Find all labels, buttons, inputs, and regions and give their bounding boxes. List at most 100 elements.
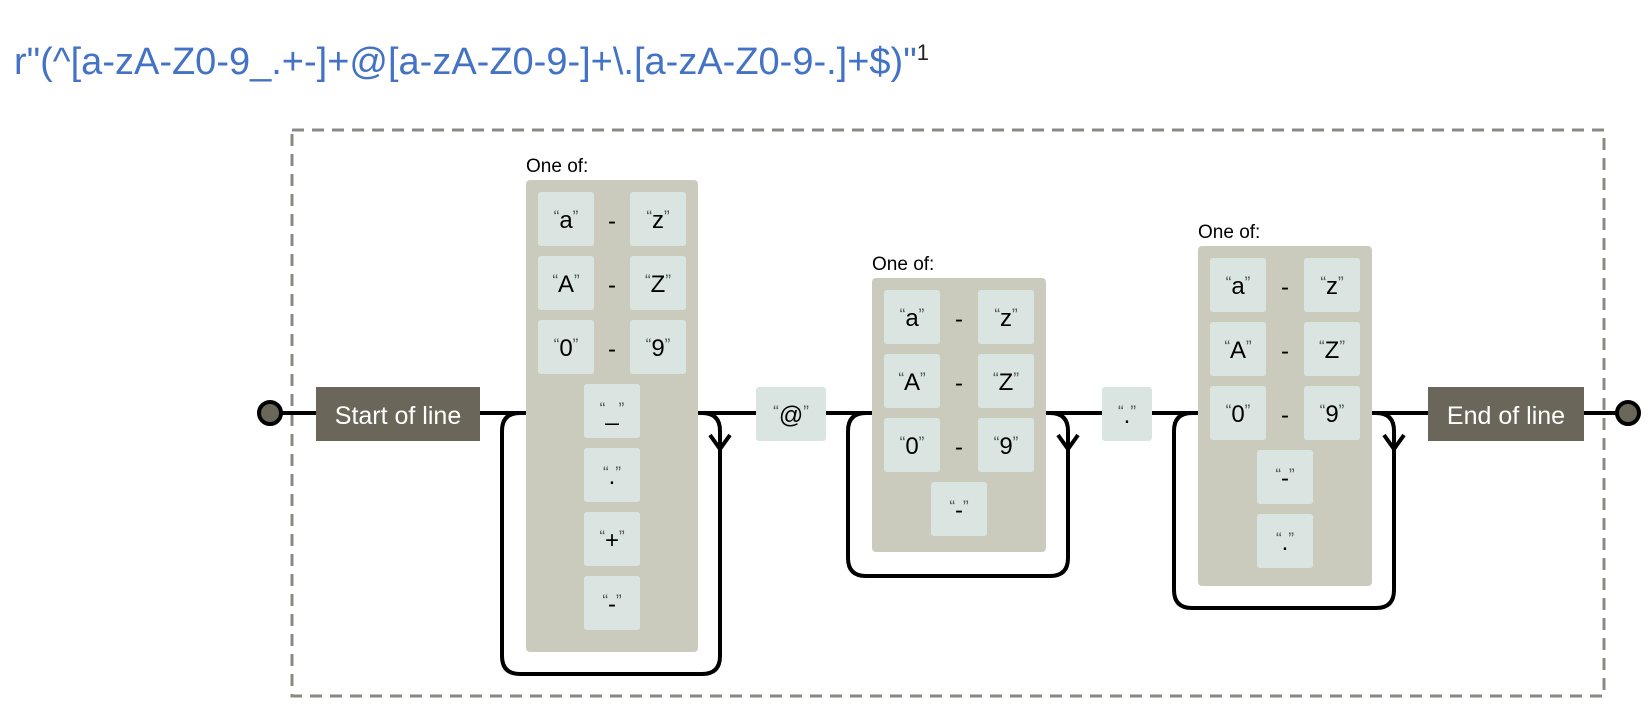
- group-1-single-4: “-”: [584, 576, 640, 630]
- group-1-range-3-dash: -: [608, 336, 616, 363]
- group-2-range-3-dash: -: [955, 434, 963, 461]
- regex-text: r"(^[a-zA-Z0-9_.+-]+@[a-zA-Z0-9-]+\.[a-z…: [14, 41, 917, 83]
- group-3-range-1-dash: -: [1281, 274, 1289, 301]
- group-3-range-1-from-box: [1210, 258, 1266, 312]
- group-2-heading: One of:: [872, 254, 934, 275]
- group-1-range-2-dash: -: [608, 272, 616, 299]
- group-3-range-3-to-box: [1304, 386, 1360, 440]
- end-terminal: [1615, 400, 1641, 426]
- literal-at-box: [756, 387, 826, 441]
- group-2-single-1-text: “-”: [949, 497, 969, 524]
- group-1-heading: One of:: [526, 156, 588, 177]
- group-3-range-1-to: “z”: [1304, 258, 1360, 312]
- group-3-range-2-from: “A”: [1210, 322, 1266, 376]
- group-1-range-1-dash: -: [608, 208, 616, 235]
- group-2-range-2-from-text: “A”: [898, 369, 926, 396]
- group-3-single-1: “-”: [1257, 450, 1313, 504]
- literal-at-text: “@”: [773, 402, 809, 429]
- group-1-single-3-box: [584, 512, 640, 566]
- group-1-single-2-text: “.”: [603, 463, 621, 490]
- group-2-range-2-dash: -: [955, 370, 963, 397]
- group-3-range-3-dash: -: [1281, 402, 1289, 429]
- group-3-single-1-text: “-”: [1275, 465, 1295, 492]
- literal-dot: “.”: [1102, 387, 1152, 441]
- group-2-box: [872, 278, 1046, 552]
- footnote-marker: 1: [916, 40, 929, 65]
- group-2-range-2-to-box: [978, 354, 1034, 408]
- group-1-range-2-to-box: [630, 256, 686, 310]
- group-2-range-1-to-box: [978, 290, 1034, 344]
- group-3-range-3-from: “0”: [1210, 386, 1266, 440]
- group-3-single-1-box: [1257, 450, 1313, 504]
- group-2-range-2-from: “A”: [884, 354, 940, 408]
- group-2-repeat-loop-arrow: [1056, 433, 1080, 453]
- group-3-repeat-loop-arrow: [1382, 433, 1406, 453]
- group-2-range-1-to: “z”: [978, 290, 1034, 344]
- end-of-line-box: [1428, 387, 1584, 441]
- group-1-single-1-box: [584, 384, 640, 438]
- regex-pattern: r"(^[a-zA-Z0-9_.+-]+@[a-zA-Z0-9-]+\.[a-z…: [14, 40, 929, 84]
- group-2-range-2-from-box: [884, 354, 940, 408]
- group-1-range-3-from-box: [538, 320, 594, 374]
- group-1-range-3-from: “0”: [538, 320, 594, 374]
- group-1-single-4-box: [584, 576, 640, 630]
- group-1-range-3-to-text: “9”: [646, 335, 671, 362]
- group-1-range-2-from: “A”: [538, 256, 594, 310]
- group-1-range-2-from-text: “A”: [552, 271, 580, 298]
- group-1-range-1-to-box: [630, 192, 686, 246]
- group-3-heading: One of:: [1198, 222, 1260, 243]
- group-1-range-1-to-text: “z”: [646, 207, 670, 234]
- group-1-range-1-from-box: [538, 192, 594, 246]
- group-2-range-3-to-box: [978, 418, 1034, 472]
- group-1-range-2-to-text: “Z”: [645, 271, 671, 298]
- group-1-single-1: “_”: [584, 384, 640, 438]
- group-3-range-1-from: “a”: [1210, 258, 1266, 312]
- group-1-single-3-text: “+”: [599, 527, 625, 554]
- start-of-line-label: Start of line: [335, 402, 461, 430]
- group-3-range-2-to-box: [1304, 322, 1360, 376]
- group-2-range-3-to-text: “9”: [994, 433, 1019, 460]
- group-3-single-2-box: [1257, 514, 1313, 568]
- group-3-range-1-from-text: “a”: [1226, 273, 1251, 300]
- group-1-repeat-loop: [500, 411, 722, 676]
- literal-dot-text: “.”: [1118, 402, 1136, 429]
- start-terminal: [257, 400, 283, 426]
- group-3-repeat-loop: [1172, 411, 1396, 610]
- group-2-range-1-to-text: “z”: [994, 305, 1018, 332]
- group-2-range-2-to-text: “Z”: [993, 369, 1019, 396]
- group-3-range-2-from-text: “A”: [1224, 337, 1252, 364]
- group-3-range-3-from-text: “0”: [1226, 401, 1251, 428]
- group-3-range-1-to-box: [1304, 258, 1360, 312]
- group-1-range-2-from-box: [538, 256, 594, 310]
- group-2-range-1-from: “a”: [884, 290, 940, 344]
- start-of-line-box: [316, 387, 480, 441]
- group-2-repeat-loop: [846, 411, 1070, 578]
- group-1-range-3-from-text: “0”: [554, 335, 579, 362]
- group-1-single-2: “.”: [584, 448, 640, 502]
- end-of-line-label: End of line: [1447, 402, 1565, 430]
- group-3-single-2: “.”: [1257, 514, 1313, 568]
- group-2-single-1-box: [931, 482, 987, 536]
- group-1-range-3-to-box: [630, 320, 686, 374]
- group-3-range-1-to-text: “z”: [1320, 273, 1344, 300]
- group-3-range-2-dash: -: [1281, 338, 1289, 365]
- group-2-range-1-from-text: “a”: [900, 305, 925, 332]
- group-1-range-1-to: “z”: [630, 192, 686, 246]
- group-2: One of:: [872, 254, 1046, 552]
- group-3-range-3-to-text: “9”: [1320, 401, 1345, 428]
- group-3-range-2-to-text: “Z”: [1319, 337, 1345, 364]
- group-2-range-3-from: “0”: [884, 418, 940, 472]
- group-3-range-2-from-box: [1210, 322, 1266, 376]
- group-1-single-1-text: “_”: [600, 399, 625, 426]
- group-1-single-3: “+”: [584, 512, 640, 566]
- group-3-range-2-to: “Z”: [1304, 322, 1360, 376]
- group-1-range-2-to: “Z”: [630, 256, 686, 310]
- group-1-single-2-box: [584, 448, 640, 502]
- group-2-single-1: “-”: [931, 482, 987, 536]
- group-2-range-1-dash: -: [955, 306, 963, 333]
- group-2-range-2-to: “Z”: [978, 354, 1034, 408]
- group-2-range-1-from-box: [884, 290, 940, 344]
- literal-at: “@”: [756, 387, 826, 441]
- group-2-range-3-from-box: [884, 418, 940, 472]
